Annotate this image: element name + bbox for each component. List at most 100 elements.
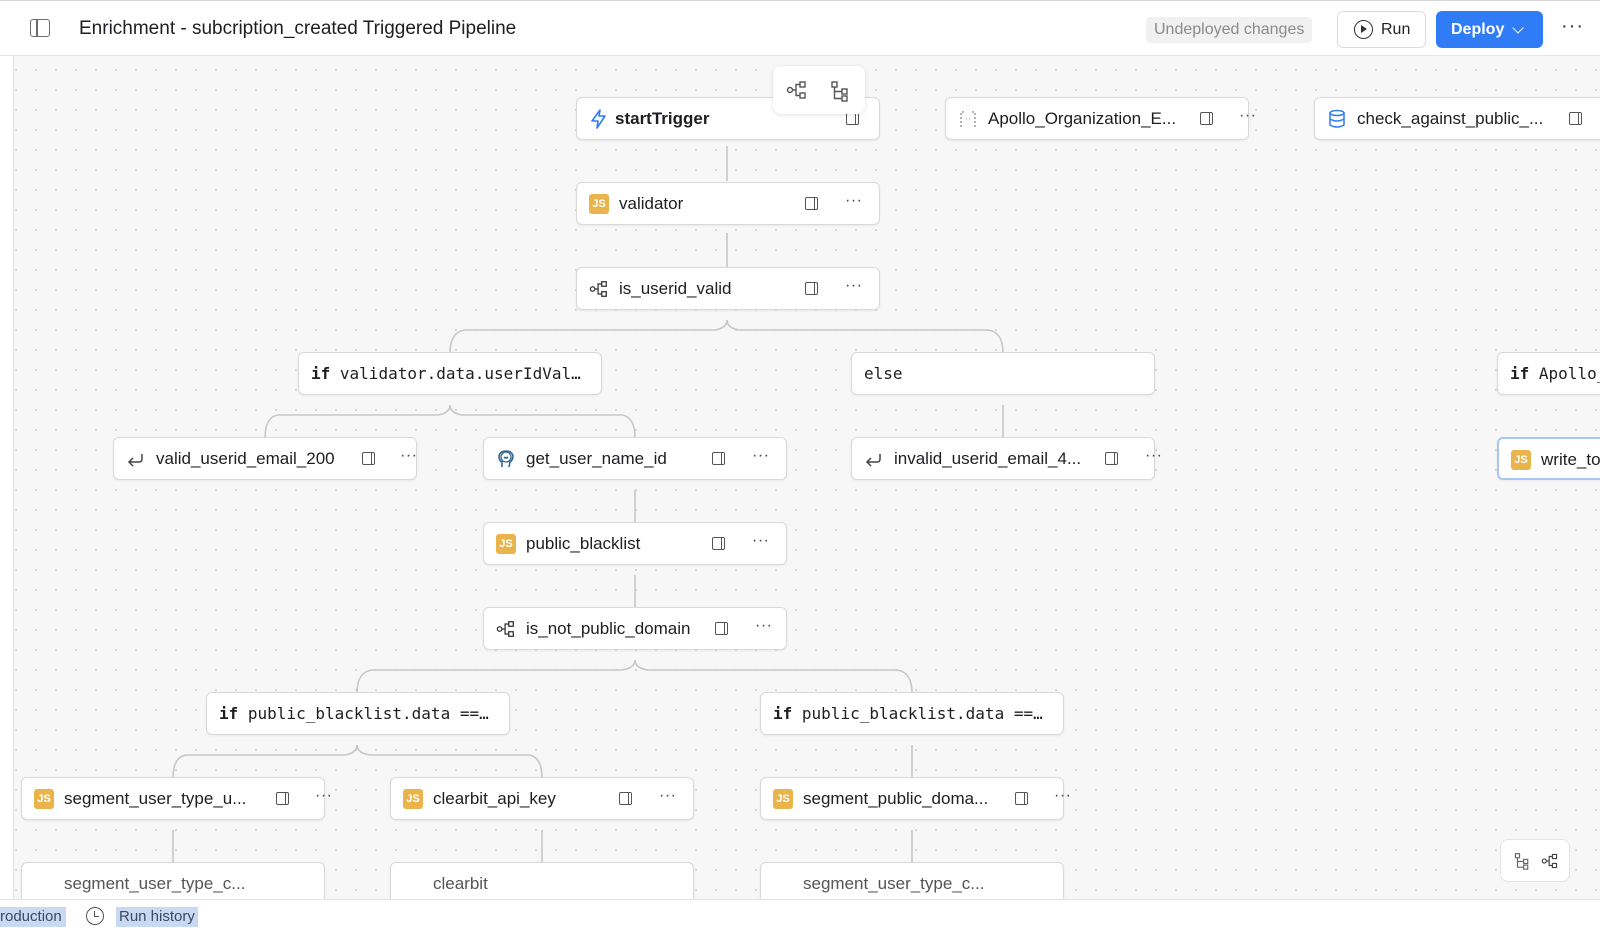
node-is-not-public-domain[interactable]: is_not_public_domain ··· xyxy=(483,607,787,650)
tree-layout-icon[interactable] xyxy=(1513,852,1531,870)
more-options-icon[interactable]: ··· xyxy=(1145,447,1163,464)
branch-icon[interactable] xyxy=(786,80,808,100)
panel-icon[interactable] xyxy=(276,792,289,805)
more-options-icon[interactable]: ··· xyxy=(1239,107,1257,124)
if-keyword: if xyxy=(773,704,793,723)
node-public-blacklist[interactable]: JS public_blacklist ··· xyxy=(483,522,787,565)
tree-layout-icon[interactable] xyxy=(829,80,851,102)
edge-isvalid-else xyxy=(726,319,1004,354)
if-keyword: if xyxy=(311,364,331,383)
panel-icon[interactable] xyxy=(619,792,632,805)
condition-if-blacklist-2[interactable]: if public_blacklist.data ==… xyxy=(760,692,1064,735)
javascript-icon: JS xyxy=(403,789,423,809)
condition-label: if validator.data.userIdVal… xyxy=(311,364,581,383)
panel-icon[interactable] xyxy=(1105,452,1118,465)
deploy-button[interactable]: Deploy xyxy=(1436,11,1543,48)
chevron-down-icon xyxy=(1512,21,1525,34)
branch-icon[interactable] xyxy=(1541,852,1559,870)
lightning-icon xyxy=(591,109,606,129)
condition-label: if Apollo_ xyxy=(1510,364,1600,383)
run-label: Run xyxy=(1381,20,1411,38)
node-segment-public-domain[interactable]: JS segment_public_doma... ··· xyxy=(760,777,1071,820)
condition-label: if public_blacklist.data ==… xyxy=(773,704,1043,723)
panel-icon[interactable] xyxy=(1569,112,1582,125)
node-apollo[interactable]: ·· Apollo_Organization_E... ··· xyxy=(945,97,1256,140)
node-valid-userid-email-200[interactable]: valid_userid_email_200 ··· xyxy=(113,437,417,480)
node-validator[interactable]: JS validator ··· xyxy=(576,182,880,225)
node-segment-user-type[interactable]: JS segment_user_type_u... ··· xyxy=(21,777,332,820)
node-label: startTrigger xyxy=(615,109,710,128)
javascript-icon: JS xyxy=(773,789,793,809)
condition-label: if public_blacklist.data ==… xyxy=(219,704,489,723)
node-start-trigger[interactable]: startTrigger xyxy=(576,97,880,140)
condition-if-validator[interactable]: if validator.data.userIdVal… xyxy=(298,352,602,395)
panel-icon[interactable] xyxy=(1015,792,1028,805)
node-cut-2[interactable]: clearbit xyxy=(390,862,694,899)
javascript-icon: JS xyxy=(1511,450,1531,470)
more-options-icon[interactable]: ··· xyxy=(315,787,333,804)
condition-expression: Apollo_ xyxy=(1538,364,1600,383)
node-get-user-name-id[interactable]: get_user_name_id ··· xyxy=(483,437,787,480)
edges xyxy=(172,146,1004,863)
panel-icon[interactable] xyxy=(715,622,728,635)
node-write-to[interactable]: JS write_to xyxy=(1497,437,1600,480)
more-options-icon[interactable]: ··· xyxy=(845,277,863,294)
layout-toolbar xyxy=(1500,839,1570,882)
sidebar-toggle-icon[interactable] xyxy=(30,19,50,37)
more-options-icon[interactable]: ··· xyxy=(755,617,773,634)
node-label: Apollo_Organization_E... xyxy=(988,109,1177,128)
more-options-icon[interactable]: ··· xyxy=(400,447,418,464)
node-cut-1[interactable]: segment_user_type_c... xyxy=(21,862,325,899)
node-is-userid-valid[interactable]: is_userid_valid ··· xyxy=(576,267,880,310)
svg-text:··: ·· xyxy=(965,115,970,124)
if-keyword: if xyxy=(219,704,239,723)
node-label: is_not_public_domain xyxy=(526,619,691,638)
run-history-link[interactable]: Run history xyxy=(116,907,198,927)
node-invalid-userid-email[interactable]: invalid_userid_email_4... ··· xyxy=(851,437,1162,480)
javascript-icon: JS xyxy=(589,194,609,214)
more-options-icon[interactable]: ··· xyxy=(659,787,677,804)
return-icon xyxy=(127,454,143,467)
node-label: validator xyxy=(619,194,684,213)
condition-if-apollo[interactable]: if Apollo_ xyxy=(1497,352,1600,395)
panel-icon[interactable] xyxy=(712,452,725,465)
node-clearbit-api-key[interactable]: JS clearbit_api_key ··· xyxy=(390,777,694,820)
javascript-icon: JS xyxy=(34,789,54,809)
condition-if-blacklist-1[interactable]: if public_blacklist.data ==… xyxy=(206,692,510,735)
more-options-button[interactable]: ··· xyxy=(1561,15,1584,37)
more-options-icon[interactable]: ··· xyxy=(752,447,770,464)
node-label: invalid_userid_email_4... xyxy=(894,449,1082,468)
history-icon xyxy=(86,907,104,925)
edge-if-getuser xyxy=(449,404,636,439)
more-options-icon[interactable]: ··· xyxy=(1054,787,1072,804)
more-options-icon[interactable]: ··· xyxy=(752,532,770,549)
panel-icon[interactable] xyxy=(362,452,375,465)
panel-icon[interactable] xyxy=(1200,112,1213,125)
top-bar: Enrichment - subcription_created Trigger… xyxy=(0,0,1600,56)
condition-else[interactable]: else xyxy=(851,352,1155,395)
node-label: write_to xyxy=(1541,450,1600,469)
node-check-against-public[interactable]: check_against_public_... xyxy=(1314,97,1600,140)
panel-icon[interactable] xyxy=(805,197,818,210)
node-label: get_user_name_id xyxy=(526,449,667,468)
environment-selector[interactable]: roduction xyxy=(0,907,66,927)
node-cut-3[interactable]: segment_user_type_c... xyxy=(760,862,1064,899)
node-toolbar xyxy=(773,66,865,114)
condition-expression: public_blacklist.data ==… xyxy=(247,704,489,723)
postgres-icon xyxy=(498,450,514,468)
node-label: segment_user_type_c... xyxy=(64,874,246,893)
node-label: is_userid_valid xyxy=(619,279,732,298)
panel-icon[interactable] xyxy=(712,537,725,550)
run-button[interactable]: Run xyxy=(1337,11,1426,48)
node-label: clearbit_api_key xyxy=(433,789,556,808)
branch-icon xyxy=(496,621,514,637)
database-icon xyxy=(1329,109,1345,128)
code-block-icon: ·· xyxy=(960,111,976,127)
edge-if-valid200 xyxy=(264,404,451,439)
panel-icon[interactable] xyxy=(805,282,818,295)
more-options-icon[interactable]: ··· xyxy=(845,192,863,209)
deploy-label: Deploy xyxy=(1451,20,1505,38)
javascript-icon: JS xyxy=(496,534,516,554)
pipeline-canvas[interactable]: startTrigger ·· Apollo_Organization_E...… xyxy=(0,56,1600,899)
node-label: clearbit xyxy=(433,874,488,893)
